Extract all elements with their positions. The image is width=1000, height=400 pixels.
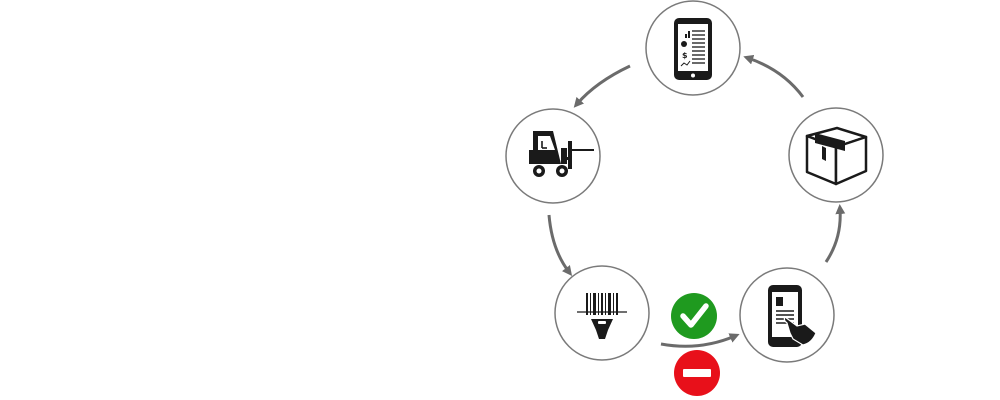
forklift-icon [529,131,594,177]
arrow-tablet-to-forklift [573,64,631,108]
node-forklift [505,108,601,204]
arrow-forklift-to-scanner [547,214,573,276]
node-package [788,107,884,203]
barcode-scanner-icon [577,293,627,339]
success-status-indicator [671,293,717,339]
arrow-package-to-tablet [743,54,805,98]
arrow-mobile-to-package [824,204,846,263]
package-box-icon [805,126,868,186]
svg-text:$: $ [682,51,688,60]
node-barcode-scanner [554,265,650,361]
check-icon [680,303,709,328]
no-entry-icon [683,369,711,377]
analytics-tablet-icon: $ [674,18,712,80]
error-status-indicator [674,350,720,396]
node-mobile-device [739,267,835,363]
node-analytics-tablet: $ [645,0,741,96]
mobile-touch-icon [768,285,817,347]
arrow-scanner-to-mobile [660,333,740,348]
